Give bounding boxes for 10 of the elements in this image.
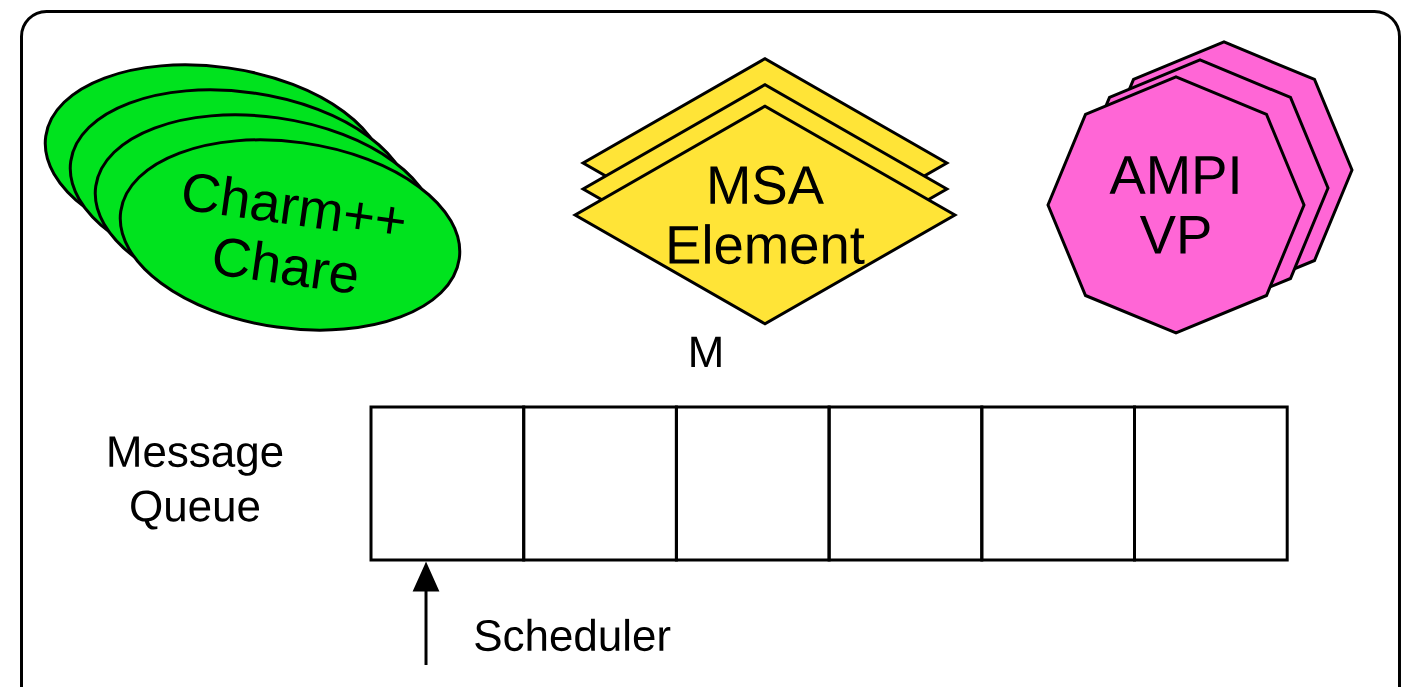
queue-slot xyxy=(522,405,678,562)
octagon-stack: AMPI VP xyxy=(1046,40,1354,335)
queue-slot xyxy=(1133,405,1289,562)
text-label: M xyxy=(691,336,721,368)
rounded-frame xyxy=(20,10,1401,687)
edge-label: Scheduler xyxy=(475,618,671,652)
queue-slot xyxy=(674,405,831,562)
queue-slot xyxy=(980,405,1136,562)
ellipse-stack: Charm++ Chare xyxy=(44,63,461,332)
text-label: Message Queue xyxy=(109,436,283,530)
